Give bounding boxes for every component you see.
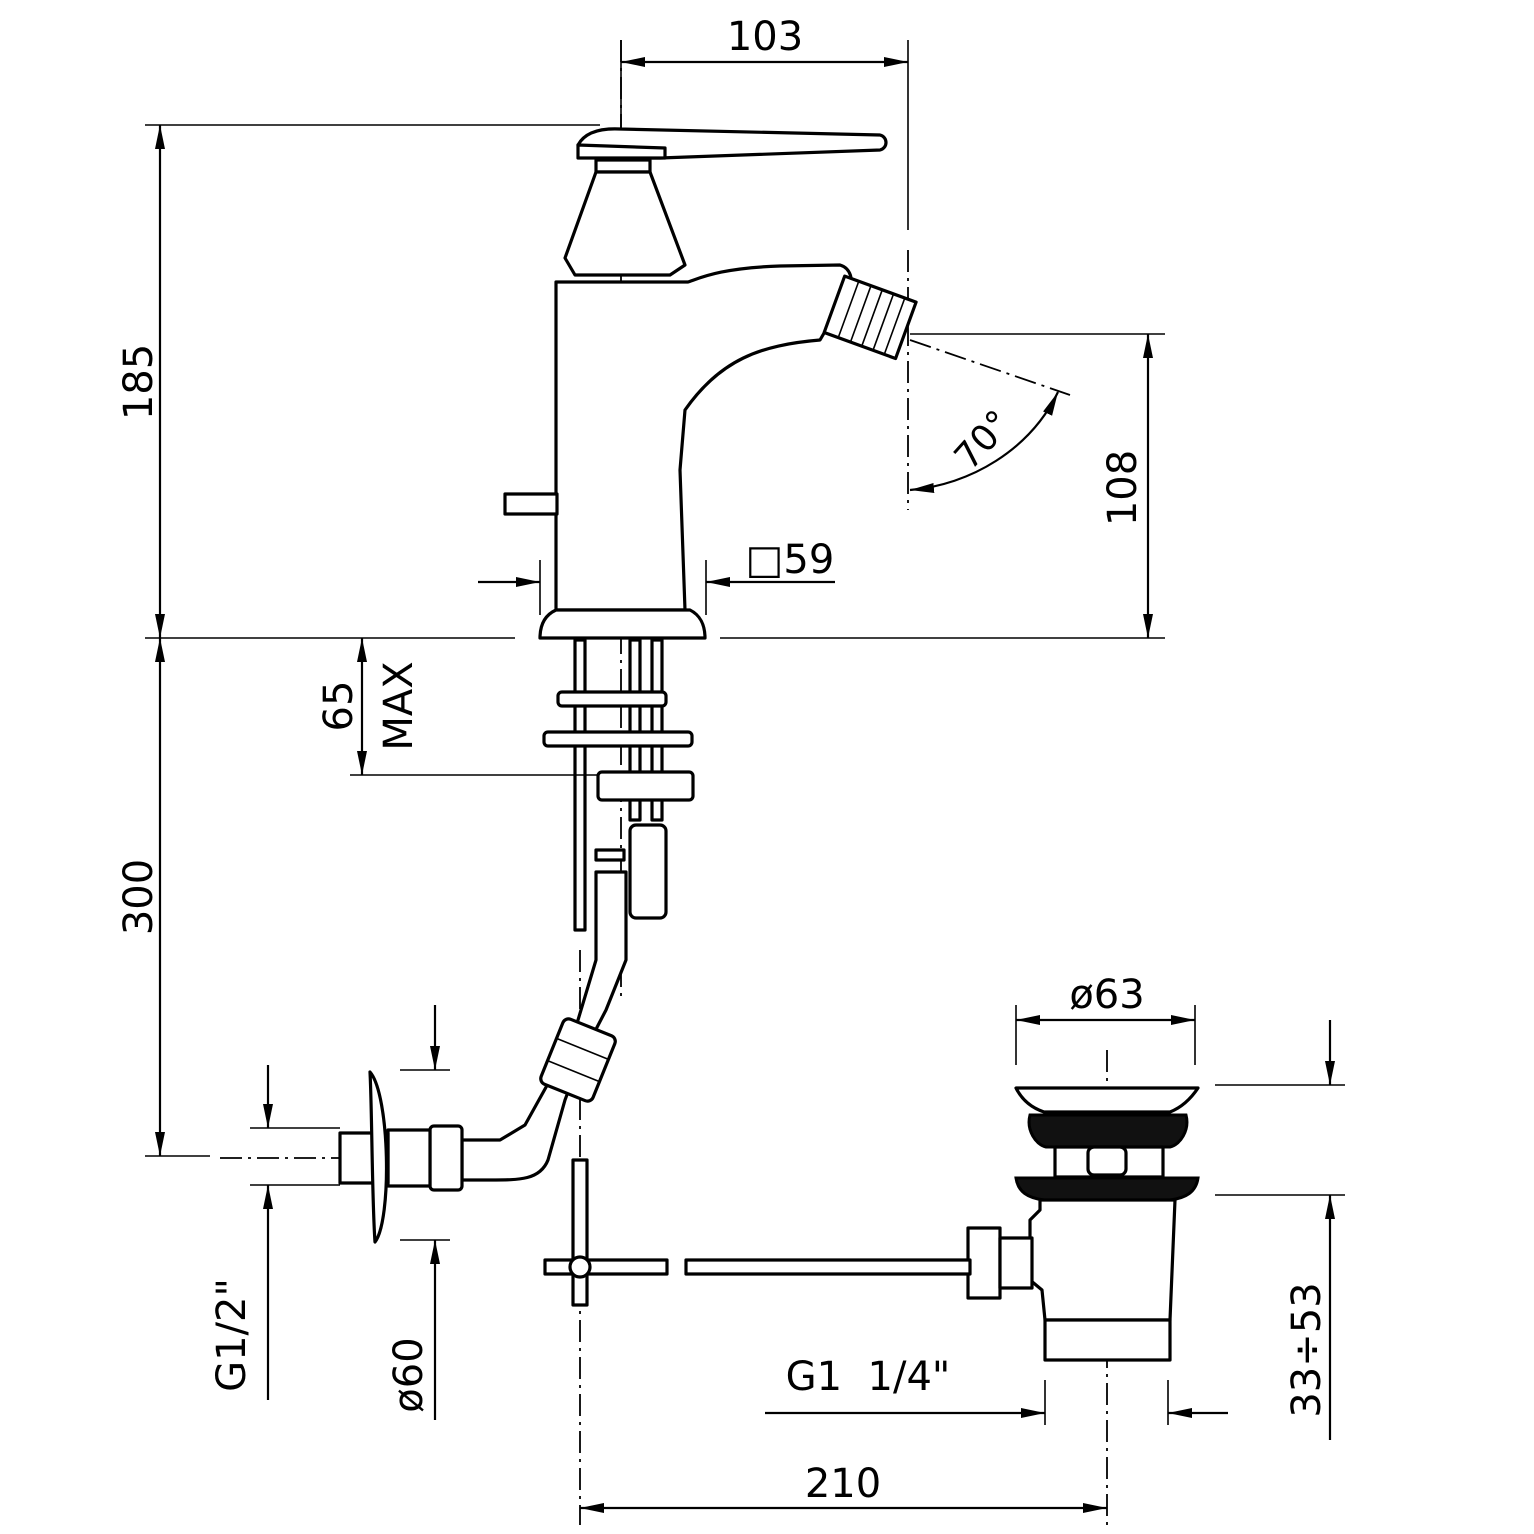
lift-rod-vertical [571,1158,589,1307]
dim-65: 65 [316,681,362,732]
dim-108: 108 [1100,450,1146,526]
handle-cap [576,143,667,160]
flex-hose [460,870,628,1182]
dim-300: 300 [116,859,162,935]
mounting-hardware [542,638,695,932]
inlet-nut [428,1124,464,1192]
waste-knurl [966,1226,1002,1300]
dim-63-diameter: ø63 [1069,972,1144,1018]
base-plate [538,608,707,640]
dim-103: 103 [727,14,803,60]
waste-body [1028,1198,1177,1322]
dim-g1-1-4: G1 1/4" [786,1354,951,1400]
dim-70-deg: 70° [947,403,1020,478]
spout-nozzle [822,274,918,361]
dimension-lines [145,40,1345,1513]
lift-rod-horizontal [684,1258,972,1276]
dim-60-diameter: ø60 [386,1337,432,1412]
popup-rod [503,492,559,516]
dim-210: 210 [805,1461,881,1507]
waste-tail [1043,1318,1172,1362]
cartridge [563,170,687,277]
handle-neck [594,158,652,174]
dim-max: MAX [376,661,422,750]
faucet [338,127,918,1244]
waste-cap [1014,1086,1200,1114]
waste-stem [1086,1145,1128,1177]
wall-flange [368,1070,389,1244]
hose-nut [539,1017,617,1103]
dim-185: 185 [116,344,162,420]
dim-33-53: 33÷53 [1284,1282,1330,1417]
dim-g1-2: G1/2" [209,1278,255,1392]
waste-seal-bottom [1014,1176,1200,1202]
waste-seal-top [1027,1113,1189,1149]
pop-up-waste [543,1086,1200,1362]
inlet-body [386,1128,432,1188]
dimension-labels: 103 185 108 70° □59 65 MAX 300 G1/2" ø60… [116,14,1330,1507]
dim-59-square: □59 [746,537,835,583]
